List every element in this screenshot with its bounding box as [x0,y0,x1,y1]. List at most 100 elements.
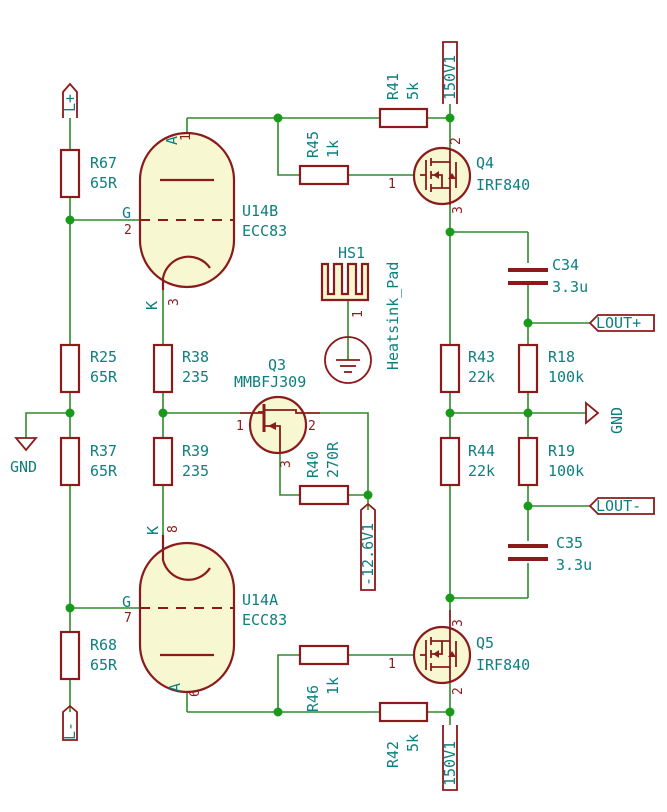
gnd-right: GND [585,401,626,434]
heatsink-hs1: HS1 Heatsink_Pad 1 [320,244,402,384]
q3-pin-2: 2 [308,419,316,434]
r46-ref: R46 [304,685,322,712]
u14b-pin-k: 3 [167,298,182,306]
resistor-r38: R38 235 [152,343,209,394]
port-lminus: L- [61,704,79,741]
q5-pin-d: 2 [451,687,466,695]
v150-bot-label: 150V1 [441,741,459,786]
r40-ref: R40 [304,451,322,478]
c34-value: 3.3u [552,278,588,296]
r43-ref: R43 [468,348,495,366]
resistor-r39: R39 235 [152,436,209,487]
u14a-pin-k: 8 [166,525,181,533]
resistor-r68: R68 65R [59,630,118,681]
r45-ref: R45 [304,131,322,158]
r44-ref: R44 [468,442,495,460]
r38-ref: R38 [182,348,209,366]
resistor-r46: R46 1k [298,644,350,712]
resistor-r42: R42 5k [378,701,429,768]
r25-value: 65R [90,368,118,386]
port-lout-minus: LOUT- [588,497,655,515]
hs1-value: Heatsink_Pad [384,262,402,370]
port-150v-bot: 150V1 [441,725,459,791]
u14a-pin-g: 7 [124,611,132,626]
gnd-left: GND [10,437,38,476]
r44-value: 22k [468,462,495,480]
r18-ref: R18 [548,348,575,366]
u14a-label-g: G [122,593,131,611]
resistor-r37: R37 65R [59,436,118,487]
u14b-ref: U14B [242,202,278,220]
port-150v-top: 150V1 [441,41,459,104]
u14a-label-k: K [144,526,162,535]
r68-ref: R68 [90,636,117,654]
resistor-r19: R19 100k [517,436,584,487]
q5-ref: Q5 [476,634,494,652]
u14a-ref: U14A [242,591,278,609]
tube-u14b: A 1 G 2 K 3 U14B ECC83 [122,131,287,310]
resistor-r25: R25 65R [59,343,118,394]
junctions [65,113,533,717]
resistor-r40: R40 270R [298,441,350,506]
u14a-pin-a: 6 [188,689,203,697]
gnd-right-label: GND [608,407,626,434]
r42-ref: R42 [384,741,402,768]
u14b-value: ECC83 [242,222,287,240]
q4-pin-s: 3 [451,206,466,214]
mosfet-q4: 1 2 3 Q4 IRF840 [388,137,530,214]
u14b-label-a: A [163,136,181,145]
r41-value: 5k [404,82,422,100]
r18-value: 100k [548,368,584,386]
q5-pin-s: 3 [451,619,466,627]
r46-value: 1k [324,677,342,695]
hs1-pin: 1 [351,310,366,318]
lplus-label: L+ [61,94,79,112]
resistor-r45: R45 1k [298,131,350,186]
port-lout-plus: LOUT+ [588,314,655,332]
port-lplus: L+ [61,82,79,118]
q3-pin-1: 1 [236,419,244,434]
r42-value: 5k [404,734,422,752]
tube-u14a: A 6 G 7 K 8 U14A ECC83 [122,525,287,697]
u14b-pin-g: 2 [124,223,132,238]
capacitor-c34: C34 3.3u [508,256,588,296]
q5-pin-g: 1 [388,657,396,672]
q3-ref: Q3 [268,356,286,374]
jfet-q3: 1 2 3 Q3 MMBFJ309 [234,356,320,468]
mosfet-q5: 1 2 3 Q5 IRF840 [388,610,530,695]
c35-ref: C35 [556,534,583,552]
u14b-pin-a: 1 [179,133,194,141]
u14b-label-g: G [122,204,131,222]
gnd-left-label: GND [10,458,37,476]
r39-ref: R39 [182,442,209,460]
q4-value: IRF840 [476,176,530,194]
u14a-label-a: A [166,683,184,692]
lminus-label: L- [61,722,79,740]
q5-value: IRF840 [476,656,530,674]
r67-value: 65R [90,174,118,192]
u14a-value: ECC83 [242,611,287,629]
q3-value: MMBFJ309 [234,373,306,391]
port-vneg: -12.6V1 [359,502,377,591]
c34-ref: C34 [552,256,579,274]
r39-value: 235 [182,462,209,480]
resistor-r41: R41 5k [378,73,429,129]
r19-ref: R19 [548,442,575,460]
capacitor-c35: C35 3.3u [508,534,592,574]
c35-value: 3.3u [556,556,592,574]
r40-value: 270R [324,441,342,478]
resistor-r44: R44 22k [439,436,495,487]
r19-value: 100k [548,462,584,480]
vneg-label: -12.6V1 [359,523,377,586]
q4-pin-g: 1 [388,177,396,192]
lout-minus-label: LOUT- [596,497,641,515]
r25-ref: R25 [90,348,117,366]
r68-value: 65R [90,656,118,674]
resistor-r18: R18 100k [517,343,584,394]
lout-plus-label: LOUT+ [596,314,641,332]
v150-top-label: 150V1 [441,55,459,100]
resistor-r43: R43 22k [439,343,495,394]
r45-value: 1k [324,140,342,158]
resistor-r67: R67 65R [59,148,118,199]
hs1-ref: HS1 [338,244,365,262]
